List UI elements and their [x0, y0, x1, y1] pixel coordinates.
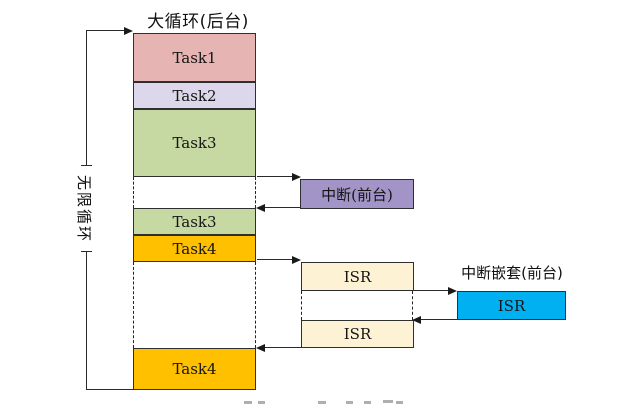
- nested-interrupt-title: 中断嵌套(前台): [461, 264, 563, 282]
- task3-resume-box: Task3: [133, 208, 256, 235]
- isr-gap-dashed-right: [412, 291, 413, 320]
- loop-label-tick-bottom: [81, 251, 92, 252]
- column-suspended-gap-2: [133, 262, 256, 348]
- task4-box: Task4: [133, 235, 256, 262]
- column-suspended-gap-1: [133, 177, 256, 208]
- arrow-task4-to-isr-line: [257, 259, 295, 260]
- arrow-nested-return-line: [417, 319, 457, 320]
- caption-cropped-mark: [364, 401, 371, 404]
- arrow-task3-to-interrupt-line: [257, 176, 295, 177]
- task3-box: Task3: [133, 109, 256, 177]
- arrow-isr-return-line: [262, 347, 301, 348]
- nested-isr-box: ISR: [457, 291, 566, 320]
- arrow-interrupt-return-head-icon: [256, 204, 265, 212]
- loop-label-tick-top: [81, 165, 92, 166]
- arrow-interrupt-return-line: [262, 207, 301, 208]
- infinite-loop-label: 无限循环: [75, 174, 93, 243]
- isr-box-second: ISR: [301, 320, 414, 348]
- arrow-nested-return-head-icon: [412, 316, 421, 324]
- arrow-isr-to-nested-line: [301, 290, 449, 291]
- arrow-isr-to-nested-head-icon: [448, 287, 457, 295]
- caption-cropped-mark: [258, 401, 265, 404]
- task1-box: Task1: [133, 33, 256, 82]
- isr-box-first: ISR: [301, 262, 414, 291]
- caption-cropped-mark: [346, 401, 353, 404]
- caption-cropped-mark: [396, 401, 403, 404]
- loop-bottom-line: [87, 389, 134, 390]
- caption-cropped-mark: [244, 401, 252, 404]
- caption-cropped-mark: [383, 400, 393, 403]
- task2-box: Task2: [133, 82, 256, 109]
- loop-vertical-line-lower: [86, 252, 87, 390]
- arrow-task4-to-isr-head-icon: [292, 256, 301, 264]
- loop-arrowhead-right-icon: [124, 27, 133, 35]
- isr-gap-dashed-left: [301, 291, 302, 320]
- interrupt-foreground-box: 中断(前台): [300, 179, 414, 209]
- loop-vertical-line-upper: [86, 30, 87, 166]
- task4-resume-box: Task4: [133, 348, 256, 390]
- arrow-task3-to-interrupt-head-icon: [292, 173, 301, 181]
- loop-top-line: [87, 30, 126, 31]
- arrow-isr-return-head-icon: [256, 344, 265, 352]
- caption-cropped-mark: [318, 401, 326, 404]
- diagram-title: 大循环(后台): [147, 12, 249, 32]
